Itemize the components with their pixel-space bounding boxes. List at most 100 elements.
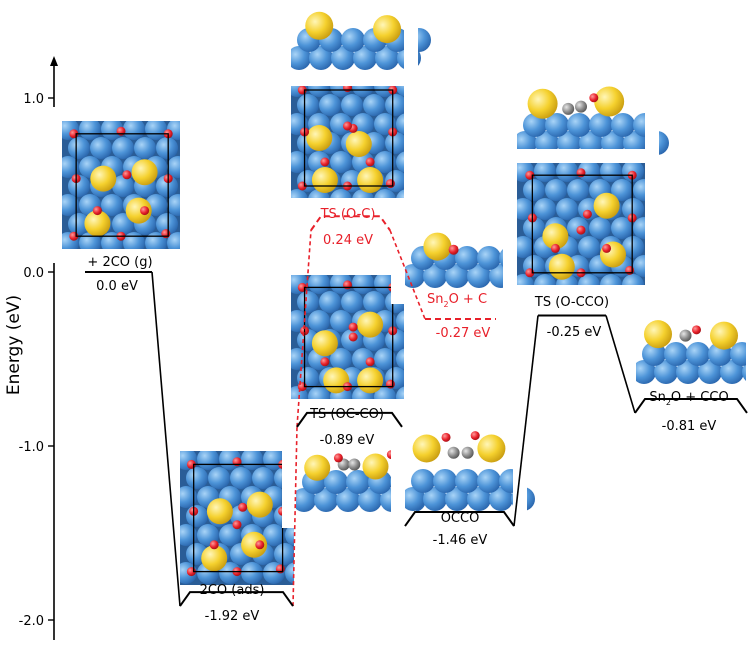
state-label-ts-oc-co: TS (OC-CO)	[309, 407, 384, 422]
atom	[423, 232, 452, 261]
mask	[277, 261, 418, 275]
mask	[277, 4, 291, 74]
atom	[305, 11, 334, 40]
state-label-occo: OCCO	[441, 511, 480, 526]
atom	[238, 502, 248, 512]
y-tick-label: 0.0	[23, 266, 44, 281]
mask	[391, 513, 527, 527]
atom	[582, 209, 592, 219]
atom	[341, 94, 363, 116]
state-label-2co-gas: + 2CO (g)	[87, 255, 152, 270]
atom	[324, 470, 348, 494]
unit-cell	[531, 174, 633, 274]
atom	[374, 348, 396, 370]
atom	[292, 488, 316, 512]
mask	[404, 275, 418, 399]
state-label-ts-o-cco: TS (O-CCO)	[534, 295, 609, 310]
atom	[57, 194, 79, 216]
y-axis-arrow	[50, 56, 58, 66]
connector-ads-to-ts-oc-co	[292, 426, 298, 607]
atom	[373, 15, 402, 44]
level-2co-ads	[179, 591, 294, 607]
level-sn2o-cco	[634, 397, 748, 414]
mask	[746, 312, 748, 388]
atom	[145, 118, 167, 140]
mask	[622, 312, 636, 388]
atom	[470, 431, 480, 441]
structure-images	[48, 4, 748, 599]
atom	[611, 113, 635, 137]
atom	[352, 272, 374, 294]
y-tick-label: 1.0	[23, 92, 44, 107]
atom	[423, 264, 447, 288]
atom	[720, 360, 744, 384]
energy-levels	[85, 215, 748, 607]
atom	[311, 330, 338, 357]
atom	[385, 94, 407, 116]
atom	[201, 545, 228, 572]
atom	[68, 213, 90, 235]
mask	[404, 4, 418, 74]
mask	[404, 78, 418, 198]
y-axis-label: Energy (eV)	[4, 295, 24, 395]
atom	[263, 524, 285, 546]
atom	[308, 310, 330, 332]
value-label-ts-oc-co: -0.89 eV	[320, 433, 375, 448]
atom	[433, 469, 457, 493]
atom	[362, 453, 389, 480]
atom	[527, 88, 558, 119]
atom	[600, 160, 622, 182]
atom	[363, 94, 385, 116]
mask	[277, 72, 418, 86]
atom	[246, 491, 273, 518]
atom	[664, 342, 688, 366]
atom	[112, 175, 134, 197]
atom	[589, 113, 613, 137]
atom	[330, 310, 352, 332]
atom	[411, 469, 435, 493]
atom	[331, 46, 355, 70]
atom	[341, 28, 365, 52]
value-label-ts-o-c: 0.24 eV	[323, 233, 373, 248]
atom	[461, 446, 474, 459]
atom	[175, 524, 197, 546]
structure-2co-gas	[48, 107, 194, 263]
structure-ts-o-c	[277, 64, 418, 212]
state-label-sn2o-cco: Sn2O + CCO	[649, 390, 728, 407]
value-label-sn2o-cco: -0.81 eV	[662, 419, 717, 434]
atom	[274, 543, 296, 565]
atom	[545, 113, 569, 137]
atom	[320, 157, 330, 167]
level-occo	[404, 511, 515, 527]
atom	[156, 213, 178, 235]
atom	[423, 487, 447, 511]
value-label-occo: -1.46 eV	[433, 533, 488, 548]
atom	[412, 434, 441, 463]
connector-ts-o-cco-to-product	[605, 315, 636, 414]
atom	[556, 160, 578, 182]
atom	[686, 342, 710, 366]
atom	[602, 243, 612, 253]
atom	[319, 291, 341, 313]
atom	[306, 125, 333, 151]
atom	[679, 329, 692, 342]
atom	[320, 357, 330, 367]
atom	[297, 291, 319, 313]
unit-cell	[303, 89, 394, 187]
atom	[644, 320, 672, 349]
atom	[556, 198, 578, 220]
unit-cell	[303, 286, 394, 388]
state-label-ts-o-c: TS (O-C)	[320, 207, 376, 222]
atom	[567, 179, 589, 201]
atom	[441, 432, 451, 442]
mask	[282, 514, 416, 528]
atom	[206, 498, 233, 525]
mask	[622, 386, 748, 400]
atom	[365, 157, 375, 167]
atom	[523, 217, 545, 239]
atom	[319, 94, 341, 116]
atom	[197, 448, 219, 470]
atom	[314, 488, 338, 512]
y-tick-label: -1.0	[19, 440, 44, 455]
